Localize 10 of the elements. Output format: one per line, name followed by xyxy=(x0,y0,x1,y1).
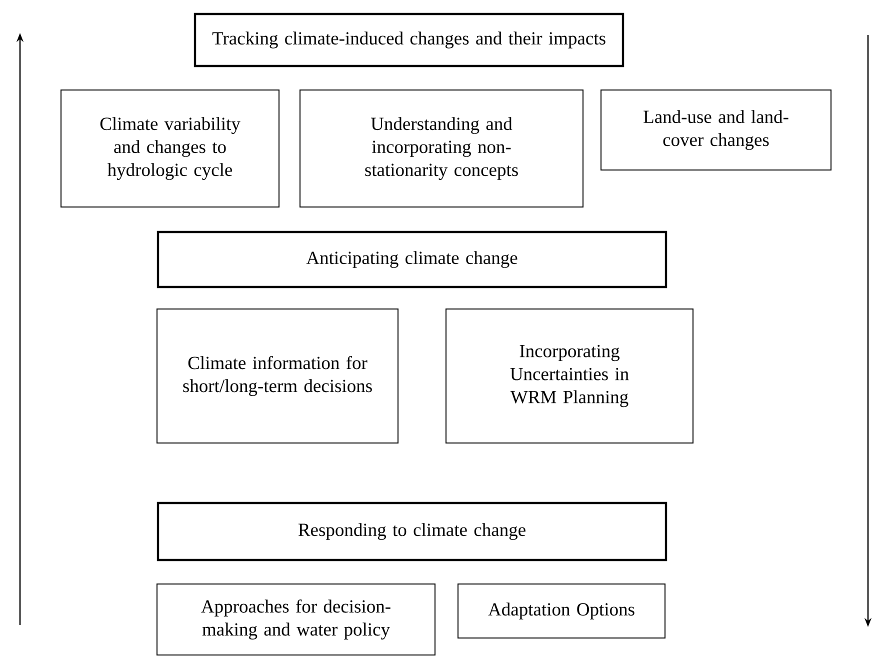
topic-box: Climate information for short/long-term decisions xyxy=(156,308,398,444)
heading-box: Tracking climate-induced changes and their impacts xyxy=(194,12,624,68)
topic-box: Climate variability and changes to hydrologic cycle xyxy=(60,90,280,208)
heading-box: Responding to climate change xyxy=(156,502,668,562)
heading-box: Anticipating climate change xyxy=(156,230,668,288)
topic-box: Approaches for decision-making and water policy xyxy=(156,583,436,656)
topic-box: Adaptation Options xyxy=(458,583,666,638)
topic-box: Understanding and incorporating non-stationarity concepts xyxy=(300,90,584,208)
topic-box: Land-use and land-cover changes xyxy=(600,90,832,170)
topic-box: Incorporating Uncertainties in WRM Planning xyxy=(446,308,694,444)
